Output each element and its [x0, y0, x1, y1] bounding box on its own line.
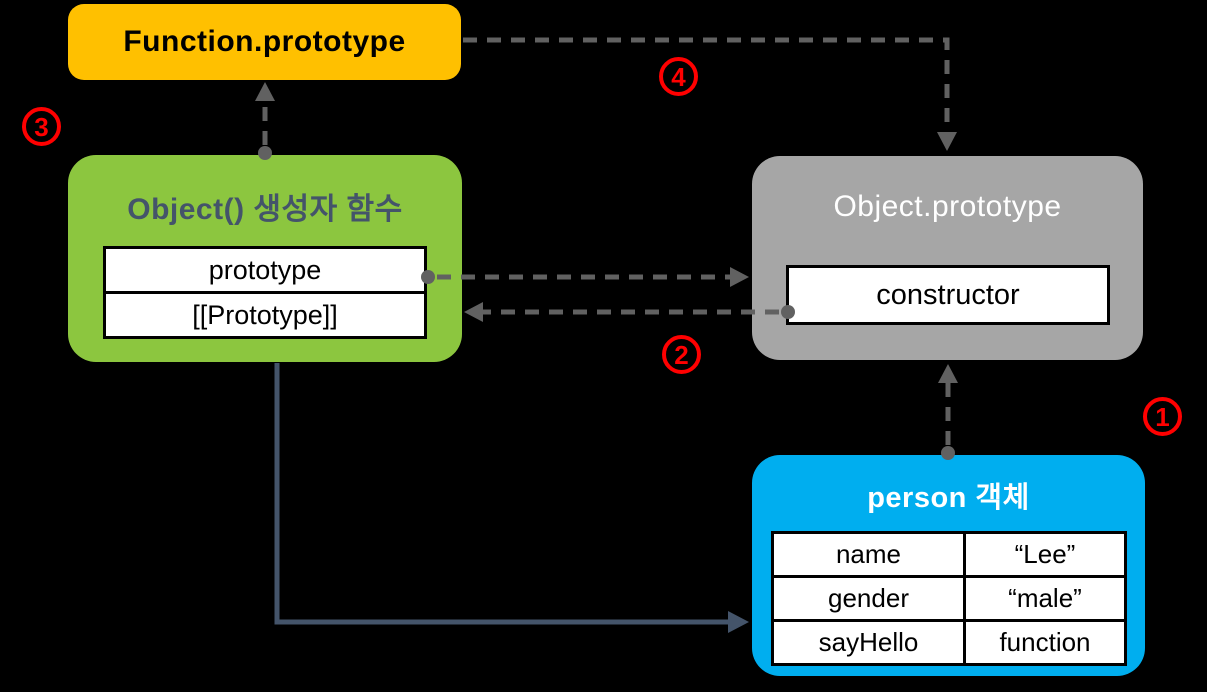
- step-marker-1: 1: [1143, 397, 1182, 436]
- function-prototype-box: Function.prototype: [68, 4, 461, 80]
- arrow-function-prototype-to-object-prototype: [463, 37, 957, 151]
- arrow-person-to-object-prototype: [938, 364, 958, 460]
- object-prototype-title: Object.prototype: [833, 190, 1062, 223]
- object-prototype-box: Object.prototype constructor: [752, 156, 1143, 360]
- step-marker-4: 4: [659, 57, 698, 96]
- object-constructor-function-title: Object() 생성자 함수: [127, 193, 403, 226]
- person-object-box: person 객체 name “Lee” gender “male” sayHe…: [752, 455, 1145, 676]
- property-value: “Lee”: [966, 534, 1124, 575]
- person-properties-table: name “Lee” gender “male” sayHello functi…: [771, 531, 1127, 666]
- arrow-prototype-slot-to-object-prototype: [421, 267, 749, 287]
- constructor-fn-slots: prototype [[Prototype]]: [103, 246, 427, 339]
- step-marker-2: 2: [662, 335, 701, 374]
- arrow-constructor-fn-to-function-prototype: [255, 82, 275, 160]
- slot-constructor: constructor: [786, 265, 1110, 325]
- property-key: name: [774, 534, 966, 575]
- arrow-constructor-fn-to-person: [274, 363, 749, 633]
- table-row: gender “male”: [774, 575, 1124, 619]
- property-value: function: [966, 622, 1124, 663]
- slot-internal-prototype: [[Prototype]]: [106, 291, 424, 336]
- function-prototype-label: Function.prototype: [123, 25, 406, 58]
- table-row: sayHello function: [774, 619, 1124, 663]
- slot-prototype: prototype: [208, 254, 322, 285]
- object-constructor-function-box: Object() 생성자 함수 prototype [[Prototype]]: [68, 155, 462, 362]
- step-marker-3: 3: [22, 107, 61, 146]
- property-key: sayHello: [774, 622, 966, 663]
- arrow-constructor-slot-to-internal-prototype: [464, 302, 795, 322]
- property-key: gender: [774, 578, 966, 619]
- table-row: name “Lee”: [774, 534, 1124, 575]
- person-object-title: person 객체: [867, 482, 1030, 514]
- property-value: “male”: [966, 578, 1124, 619]
